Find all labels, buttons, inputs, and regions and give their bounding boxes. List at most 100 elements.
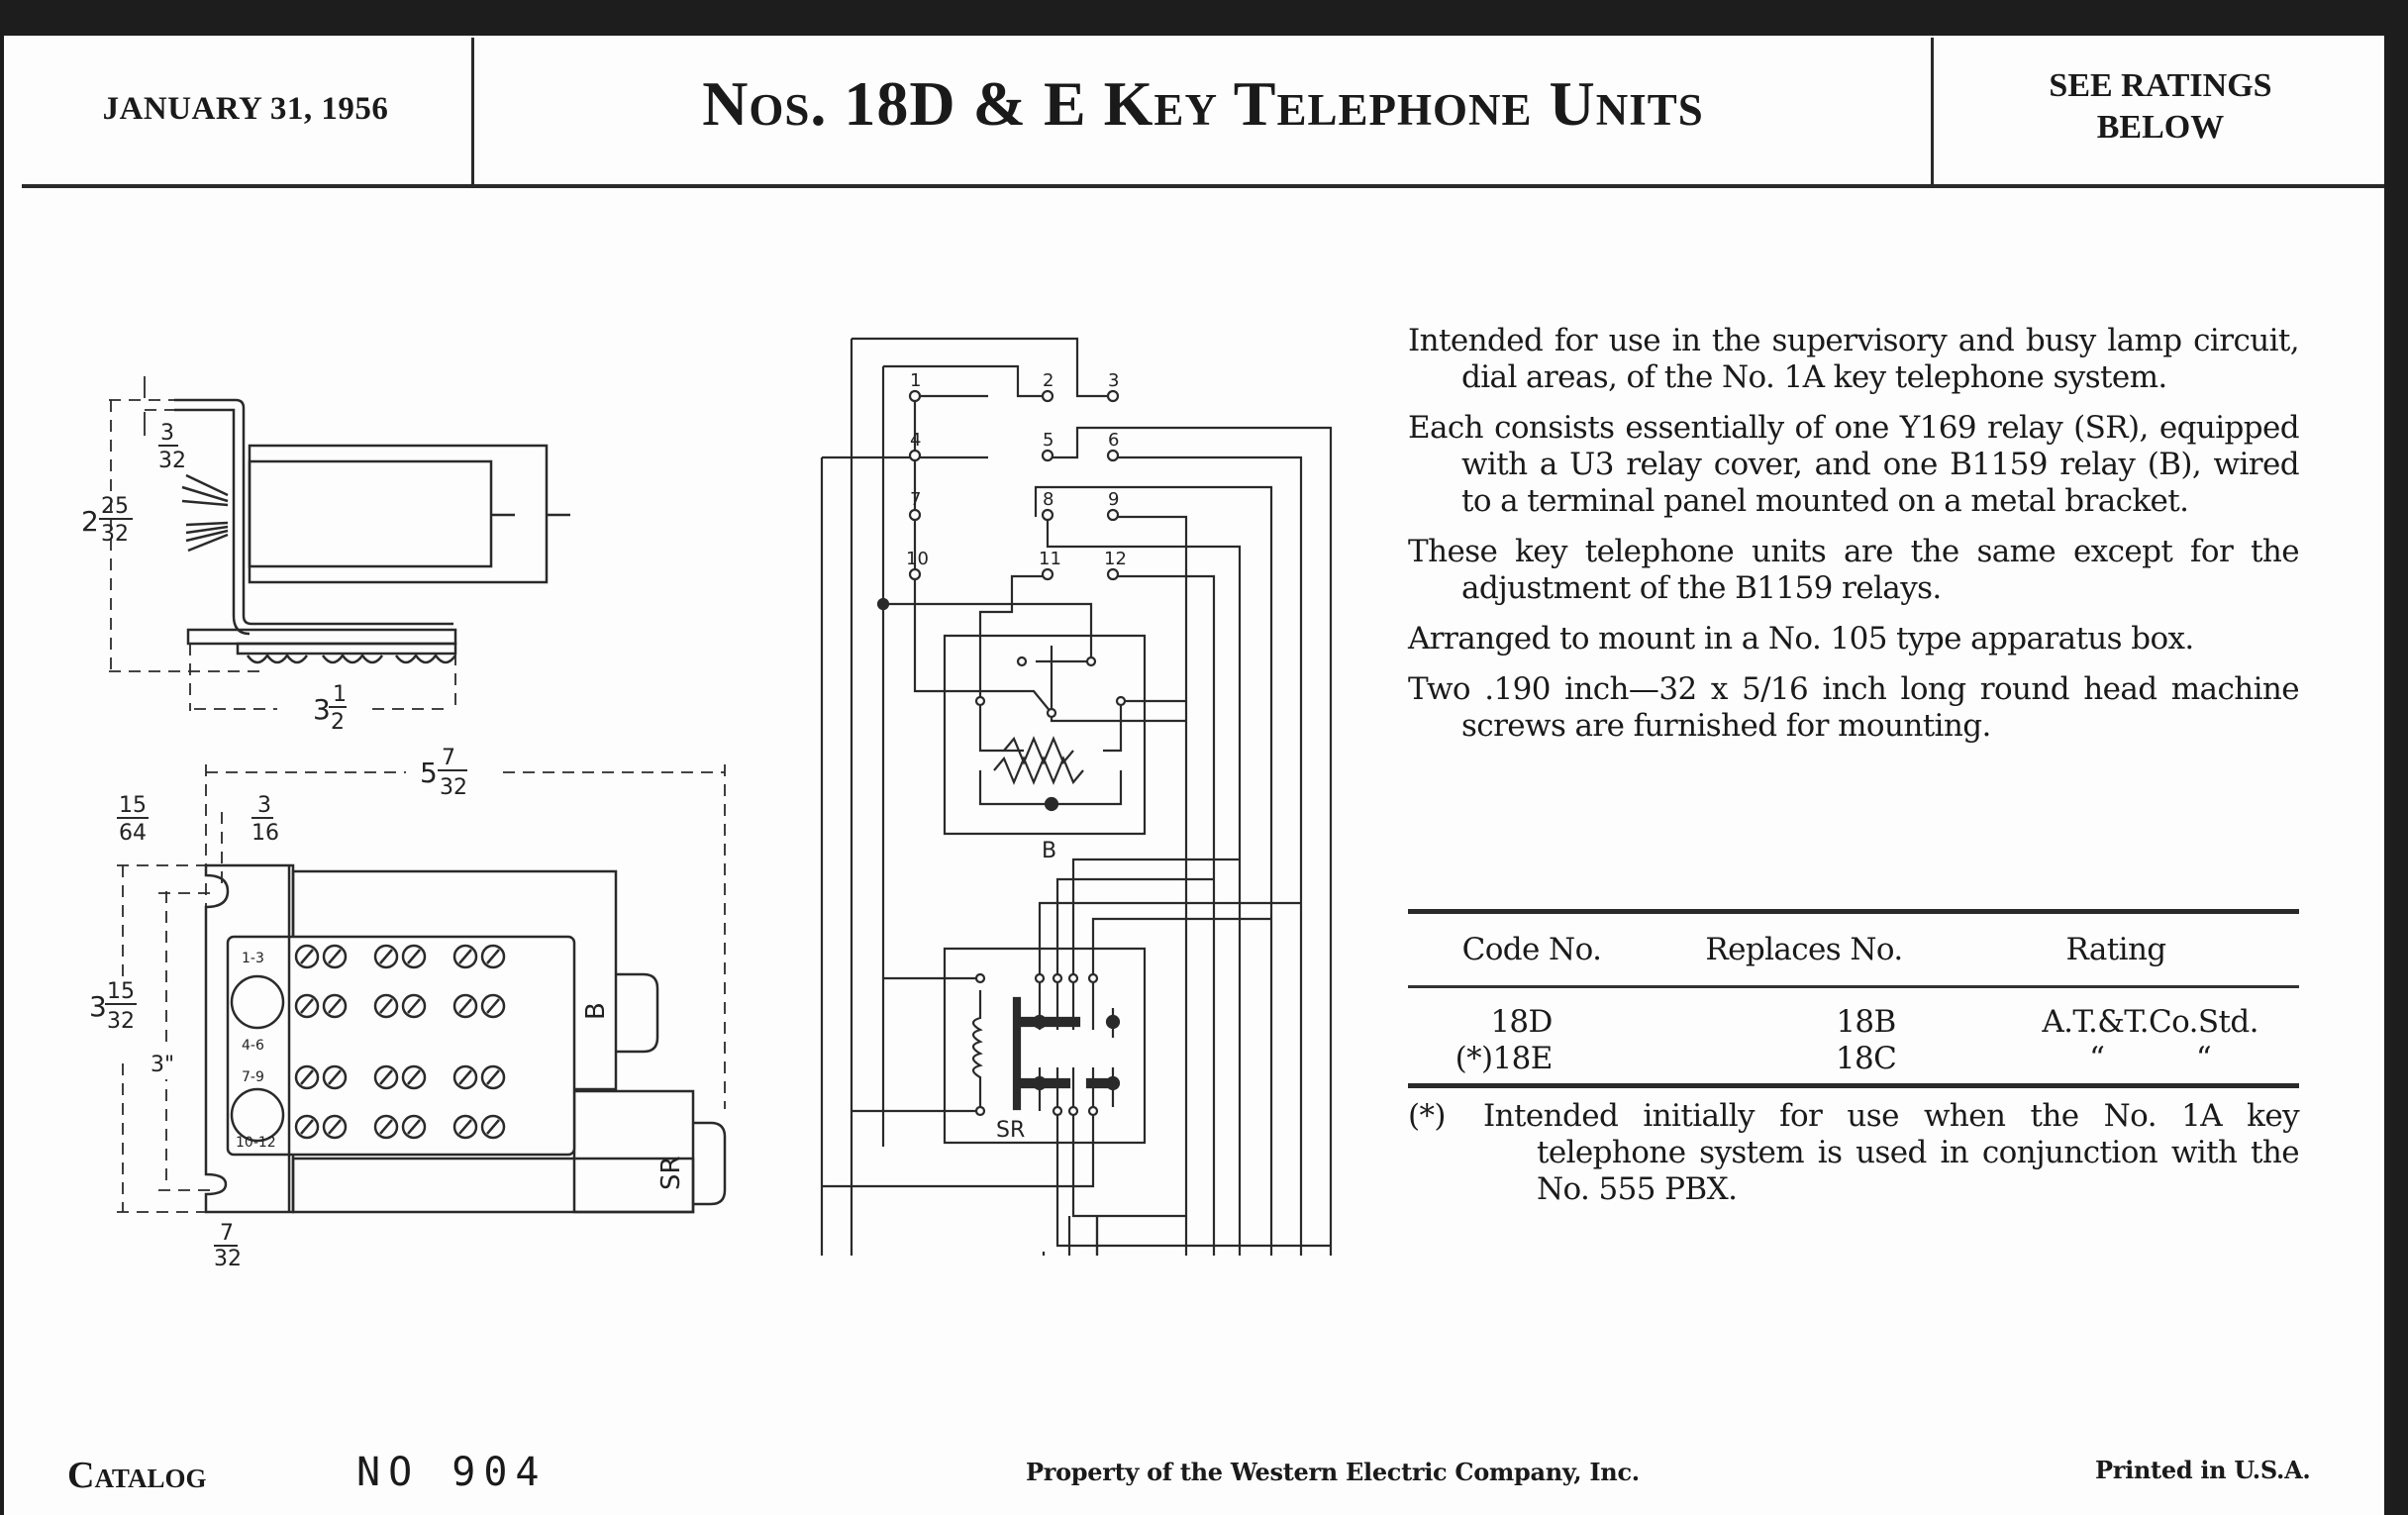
relay-sr-cover <box>574 1091 693 1212</box>
dim-width-den: 2 <box>331 710 345 735</box>
description-paragraph: Arranged to mount in a No. 105 type appa… <box>1408 621 2194 656</box>
screw-slot <box>301 999 313 1013</box>
terminal-10 <box>910 569 920 579</box>
screw-slot <box>459 1120 471 1134</box>
cell-replaces: 18C <box>1835 1041 1897 1076</box>
terminal-8 <box>1043 510 1053 520</box>
screw-slot <box>459 1070 471 1084</box>
dim-left-num: 15 <box>119 793 147 818</box>
screw-icon <box>454 946 476 967</box>
terminal-lugs <box>248 656 455 662</box>
mounting-bracket <box>206 865 293 1212</box>
screw-icon <box>375 946 397 967</box>
schematic-caption: 18D&E KEY TEL UNIT <box>1242 1255 1335 1256</box>
screw-slot <box>487 999 499 1013</box>
screw-slot <box>459 999 471 1013</box>
dim-bottom-den: 32 <box>214 1247 242 1267</box>
screw-slot <box>380 1070 392 1084</box>
screw-icon <box>375 995 397 1017</box>
screw-icon <box>403 946 425 967</box>
header-divider <box>1931 38 1934 184</box>
screw-icon <box>296 946 318 967</box>
screw-slot <box>408 999 420 1013</box>
screw-slot <box>380 1120 392 1134</box>
screw-icon <box>375 1116 397 1138</box>
screw-slot <box>408 950 420 963</box>
screw-slot <box>487 1120 499 1134</box>
dim-overall-den: 32 <box>440 775 467 800</box>
screw-icon <box>403 1066 425 1088</box>
relay-b-label: B <box>1042 839 1056 863</box>
dim-top-den: 32 <box>158 449 186 473</box>
dim-height-num: 25 <box>101 494 129 519</box>
terminal-label: 4 <box>910 430 921 451</box>
dim-slot-num: 3 <box>257 793 271 818</box>
col-code-no: Code No. <box>1461 932 1602 967</box>
screw-icon <box>403 1116 425 1138</box>
wiring-schematic: B <box>816 325 1335 1256</box>
screw-icon <box>324 1116 346 1138</box>
front-view-drawing: B SR 1-3 4-6 7-9 10-12 5 7 32 15 64 3 16… <box>89 746 762 1267</box>
catalog-label: Catalog <box>67 1455 207 1496</box>
table-header: Code No. Replaces No. Rating <box>1408 914 2299 985</box>
table-rule <box>1408 909 2299 914</box>
table-rule <box>1408 1083 2299 1088</box>
printed-notice: Printed in U.S.A. <box>2095 1456 2311 1484</box>
dim-overall-num: 7 <box>442 746 455 770</box>
terminal-9 <box>1108 510 1118 520</box>
dim-height-whole: 2 <box>81 505 99 538</box>
screw-icon <box>454 1116 476 1138</box>
terminal-4 <box>910 451 920 460</box>
terminal-label: 10 <box>906 549 929 569</box>
relay-b-label: B <box>581 1002 611 1020</box>
side-view-drawing: 3 32 2 25 32 3 1 2 <box>81 356 752 735</box>
table-rule <box>1408 985 2299 988</box>
description-paragraph: Each consists essentially of one Y169 re… <box>1408 410 2300 519</box>
terminal-3 <box>1108 391 1118 401</box>
terminal-11 <box>1043 569 1053 579</box>
screw-slot <box>329 950 341 963</box>
terminal-12 <box>1108 569 1118 579</box>
terminal-group-label: 7-9 <box>242 1069 264 1085</box>
screw-slot <box>329 1070 341 1084</box>
terminal-group-label: 10-12 <box>236 1135 276 1151</box>
description-paragraph: Two .190 inch—32 x 5/16 inch long round … <box>1408 671 2300 744</box>
issue-date: JANUARY 31, 1956 <box>102 91 389 127</box>
screw-icon <box>324 1066 346 1088</box>
screw-slot <box>408 1070 420 1084</box>
screw-icon <box>482 1066 504 1088</box>
terminal-label: 5 <box>1043 430 1054 451</box>
relay-sr-coil <box>973 990 980 1111</box>
terminal-6 <box>1108 451 1118 460</box>
dim-left-den: 64 <box>119 821 147 846</box>
header-divider <box>471 38 474 184</box>
cell-code: 18D <box>1490 1004 1553 1040</box>
screw-icon <box>296 1116 318 1138</box>
terminal-label: 12 <box>1104 549 1127 569</box>
terminal-label: 8 <box>1043 489 1054 510</box>
relay-b-box <box>945 636 1145 834</box>
terminal-screws <box>296 946 504 1138</box>
footnote-mark: (*) <box>1408 1098 1446 1134</box>
base-plate <box>188 630 455 644</box>
terminal-label: 2 <box>1043 370 1054 391</box>
screw-slot <box>487 950 499 963</box>
screw-slot <box>380 950 392 963</box>
terminal-label: 6 <box>1108 430 1119 451</box>
terminal-label: 1 <box>910 370 921 391</box>
cell-rating: “ “ <box>2089 1041 2212 1076</box>
dim-mount-spacing: 3" <box>150 1053 174 1077</box>
cell-replaces: 18B <box>1836 1004 1896 1040</box>
table-footnote: (*)Intended initially for use when the N… <box>1408 1098 2300 1208</box>
cell-code: (*)18E <box>1455 1041 1554 1076</box>
dim-height-den: 32 <box>107 1009 135 1034</box>
dim-overall-whole: 5 <box>420 757 438 789</box>
screw-icon <box>482 1116 504 1138</box>
dim-height-whole: 3 <box>89 990 107 1023</box>
dim-width-num: 1 <box>333 682 347 707</box>
relay-b-coil <box>1004 739 1073 762</box>
terminal-label: 11 <box>1039 549 1061 569</box>
relay-sr-box <box>945 949 1145 1143</box>
screw-slot <box>301 1070 313 1084</box>
lead-wires <box>182 475 228 551</box>
